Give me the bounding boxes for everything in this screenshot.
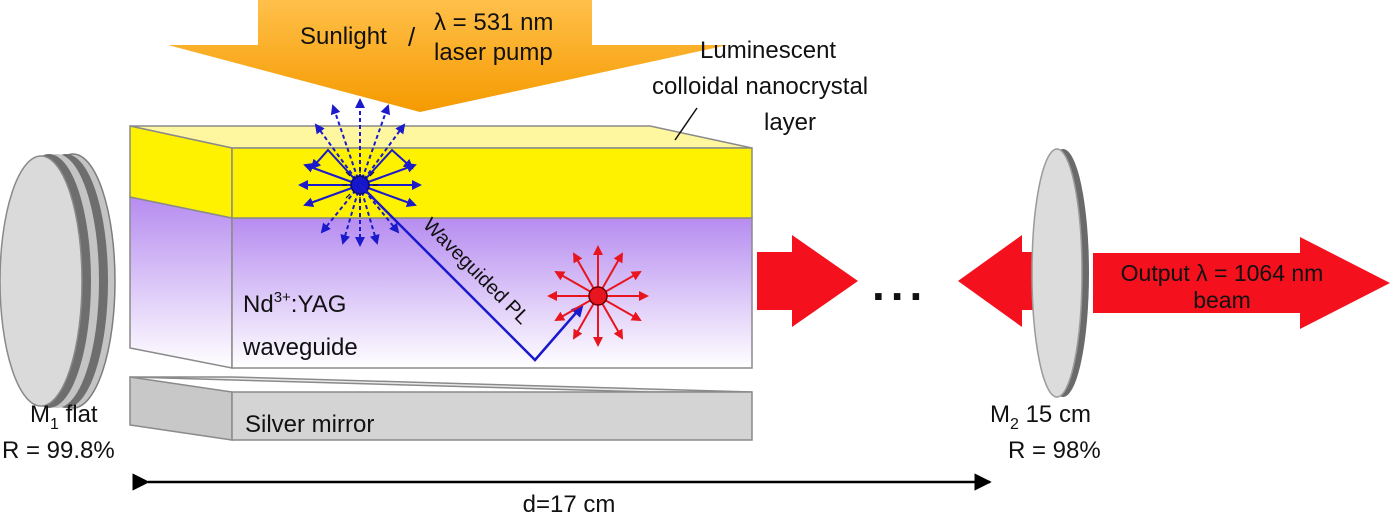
waveguide-label-line2: waveguide xyxy=(242,334,358,361)
pump-label-sunlight: Sunlight xyxy=(300,23,387,50)
red-emitter-dot xyxy=(588,286,608,306)
m2-label: M2 15 cm xyxy=(990,401,1091,433)
m2-reflectivity: R = 98% xyxy=(1008,437,1101,464)
distance-label: d=17 cm xyxy=(523,491,616,518)
pump-label-wavelength: λ = 531 nm xyxy=(434,9,553,36)
layer-label-line1: Luminescent xyxy=(700,37,836,64)
silver-mirror-label: Silver mirror xyxy=(245,411,374,438)
waveguided-pl-path xyxy=(359,184,584,362)
nanocrystal-layer xyxy=(129,125,753,219)
output-beam-arrow xyxy=(1093,237,1390,329)
mirror-m1 xyxy=(0,153,116,409)
output-label-line2: beam xyxy=(1193,287,1251,313)
pump-label-laser: laser pump xyxy=(434,39,553,66)
pump-arrow xyxy=(168,0,728,112)
blue-solid-rays xyxy=(298,148,422,207)
cavity-arrow-right xyxy=(757,235,858,327)
layer-label-line2: colloidal nanocrystal xyxy=(652,73,868,100)
waveguide-block xyxy=(129,196,753,369)
mirror-m2 xyxy=(1031,148,1089,398)
layer-leader-line xyxy=(674,107,698,141)
layer-label-line3: layer xyxy=(764,109,816,136)
m1-label: M1 flat xyxy=(30,401,98,433)
output-label-line1: Output λ = 1064 nm xyxy=(1121,260,1324,286)
m1-reflectivity: R = 99.8% xyxy=(2,437,115,464)
waveguide-label-line1: Nd3+:YAG xyxy=(243,289,346,318)
silver-mirror xyxy=(129,376,753,441)
ellipsis: ... xyxy=(872,258,928,310)
pump-label-slash: / xyxy=(408,22,416,52)
